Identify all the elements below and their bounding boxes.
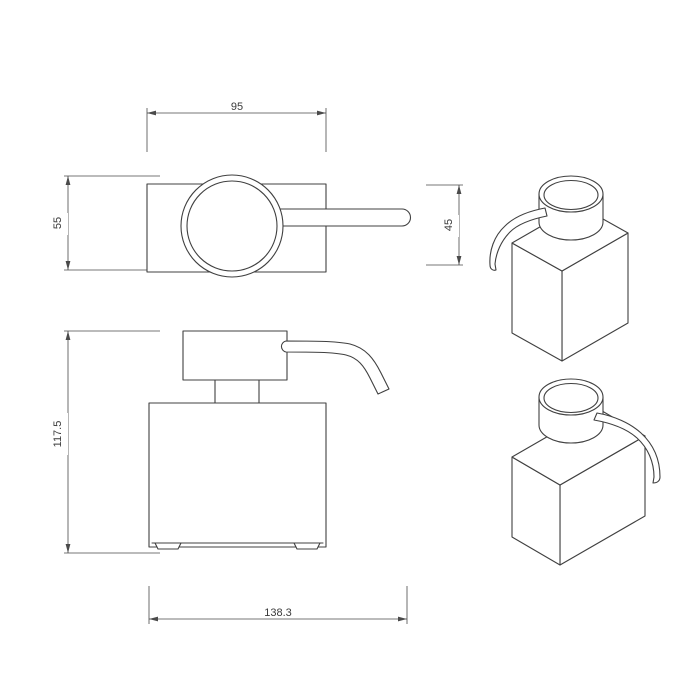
front-view-foot-right xyxy=(293,542,321,550)
arrow-left-icon xyxy=(149,616,158,622)
label-backdrop xyxy=(446,215,459,237)
label-backdrop xyxy=(55,413,68,455)
iso-lower-spout xyxy=(593,412,661,484)
label-backdrop xyxy=(224,99,250,112)
dimension-label-138-3: 138.3 xyxy=(264,607,292,619)
arrow-bottom-icon xyxy=(65,261,71,270)
isometric-view-lower xyxy=(511,378,661,566)
dimension-spout-45: 45 xyxy=(426,184,463,266)
front-view-spout xyxy=(280,340,390,395)
arrow-right-icon xyxy=(317,110,326,116)
front-view-pump-head xyxy=(182,330,288,381)
arrow-left-icon xyxy=(147,110,156,116)
dimension-height-117-5: 117.5 xyxy=(52,330,160,554)
dimension-label-45: 45 xyxy=(443,219,455,231)
dimension-label-117-5: 117.5 xyxy=(52,421,64,448)
arrow-top-icon xyxy=(65,176,71,185)
dimension-depth-55: 55 xyxy=(52,175,160,271)
dimension-label-95: 95 xyxy=(231,101,243,113)
dimension-width-95: 95 xyxy=(146,99,327,152)
front-view-body xyxy=(148,402,327,548)
isometric-view-upper xyxy=(489,175,629,362)
dimension-label-55: 55 xyxy=(52,217,64,229)
arrow-top-icon xyxy=(65,331,71,340)
front-view xyxy=(148,330,390,550)
arrow-right-icon xyxy=(398,616,407,622)
top-view-collar-inner xyxy=(186,180,278,272)
label-backdrop xyxy=(257,605,299,618)
iso-upper-collar-rim-inner xyxy=(543,179,599,211)
label-backdrop xyxy=(55,213,68,235)
arrow-bottom-icon xyxy=(65,544,71,553)
iso-upper-spout xyxy=(489,207,548,271)
iso-lower-collar-rim-inner xyxy=(543,382,599,414)
dimension-width-138-3: 138.3 xyxy=(148,586,408,624)
front-view-neck xyxy=(214,379,260,404)
arrow-top-icon xyxy=(456,185,462,194)
arrow-bottom-icon xyxy=(456,256,462,265)
top-view xyxy=(146,174,411,278)
front-view-foot-left xyxy=(154,542,182,550)
